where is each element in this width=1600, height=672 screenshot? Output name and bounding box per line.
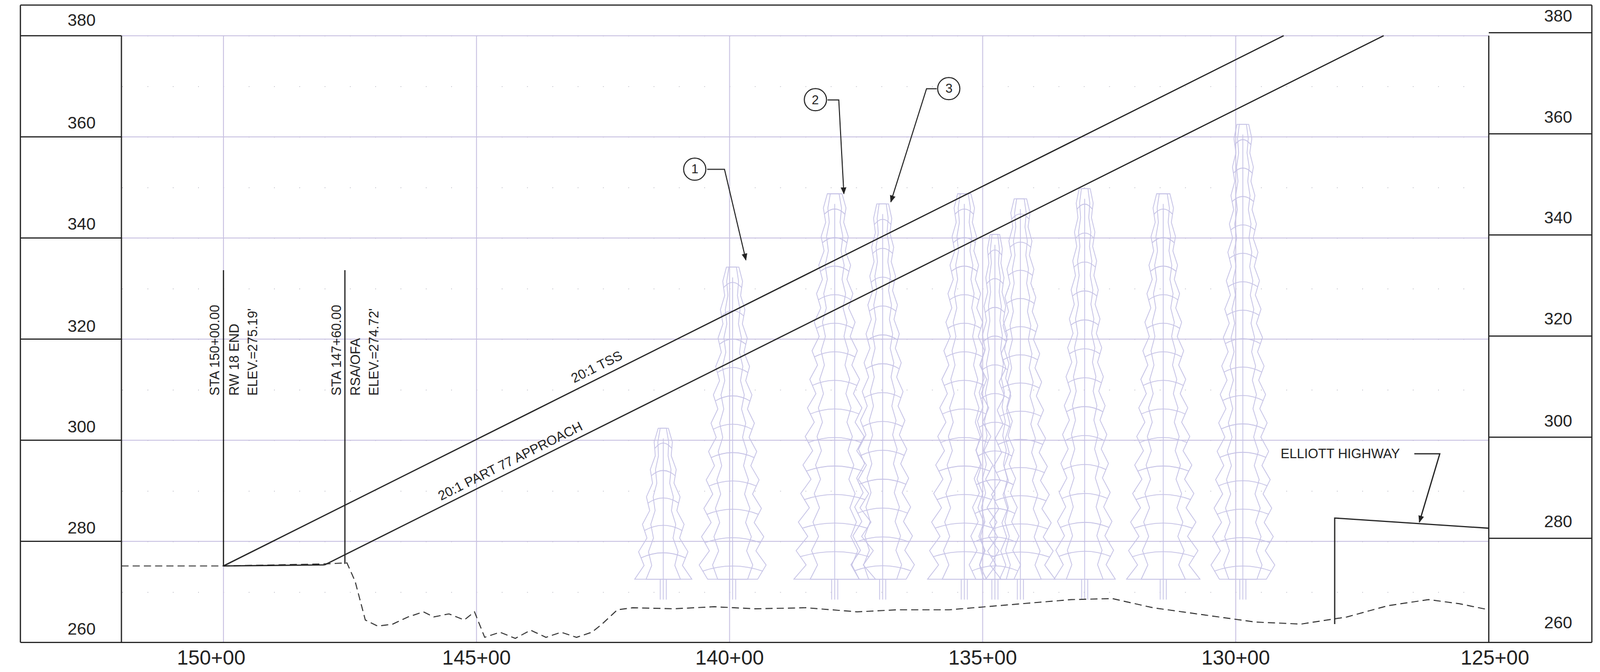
elevation-label: 340	[67, 216, 96, 233]
station-label: 150+00	[177, 648, 246, 669]
elevation-label: 260	[67, 621, 96, 639]
elevation-label: 300	[67, 418, 96, 436]
leader-lines	[707, 88, 938, 260]
callout-number: 1	[691, 162, 699, 176]
elevation-label: 280	[1544, 513, 1573, 531]
station-label: 145+00	[442, 648, 511, 669]
elevation-label: 340	[1544, 209, 1573, 227]
dot-grid	[121, 35, 1489, 643]
surfaces	[223, 35, 1384, 567]
road-label: ELLIOTT HIGHWAY	[1280, 447, 1400, 461]
station-note: RSA/OFA	[348, 338, 363, 396]
callout-number: 2	[811, 93, 819, 107]
elevation-label: 360	[67, 114, 96, 132]
callout-number: 3	[945, 82, 953, 95]
callout-bubble: 3	[937, 76, 961, 101]
callout-bubble: 1	[683, 157, 707, 182]
station-label: 140+00	[695, 648, 764, 669]
frame	[20, 5, 1593, 643]
station-label: 135+00	[948, 648, 1017, 669]
elevation-label: 280	[67, 520, 96, 538]
station-note: ELEV.=274.72'	[367, 308, 381, 397]
callout-bubble: 2	[803, 88, 828, 112]
elevation-label: 320	[67, 318, 96, 336]
station-note: STA 150+00.00	[208, 305, 222, 397]
station-note: ELEV.=275.19'	[246, 308, 260, 397]
elevation-label: 360	[1544, 109, 1573, 126]
elevation-label: 380	[1544, 7, 1573, 25]
elevation-label: 300	[1544, 413, 1573, 431]
station-label: 130+00	[1201, 648, 1271, 669]
elevation-label: 380	[67, 12, 96, 29]
grid	[121, 35, 1489, 643]
station-note: STA 147+60.00	[329, 305, 343, 397]
station-label: 125+00	[1460, 648, 1529, 669]
station-note: RW 18 END	[227, 324, 241, 397]
elevation-label: 260	[1544, 615, 1573, 632]
highway	[1334, 454, 1489, 625]
ground-line	[121, 563, 1489, 639]
elevation-label: 320	[1544, 310, 1573, 328]
